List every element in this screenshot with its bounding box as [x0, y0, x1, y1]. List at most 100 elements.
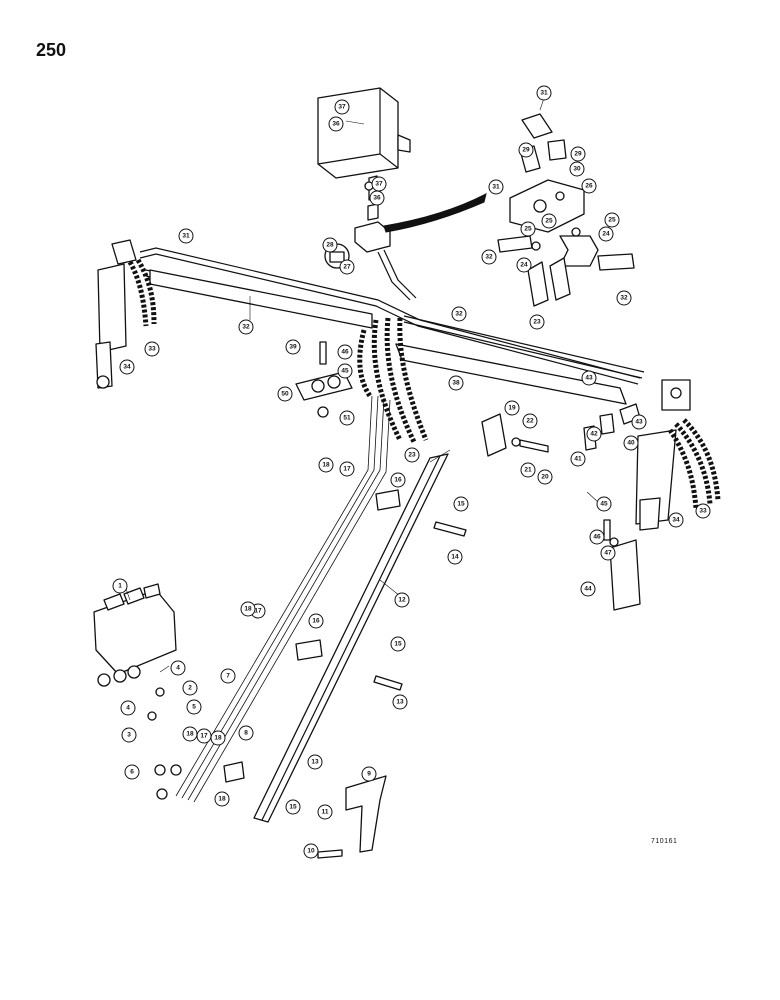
callout-circle: [589, 529, 605, 545]
callout-label: 32: [620, 295, 628, 302]
callout-24: 24: [516, 257, 532, 273]
callout-circle: [119, 359, 135, 375]
callout-circle: [303, 843, 319, 859]
callout-circle: [390, 636, 406, 652]
callout-39: 39: [285, 339, 301, 355]
callout-2: 2: [182, 680, 198, 696]
callout-46: 46: [589, 529, 605, 545]
callout-37: 37: [334, 99, 350, 115]
callout-circle: [631, 414, 647, 430]
callout-29: 29: [518, 142, 534, 158]
callout-circle: [121, 727, 137, 743]
callout-18: 18: [182, 726, 198, 742]
callout-circle: [186, 699, 202, 715]
callout-label: 28: [326, 242, 334, 249]
callout-circle: [339, 259, 355, 275]
callout-circle: [178, 228, 194, 244]
callout-label: 25: [524, 226, 532, 233]
callout-label: 24: [602, 231, 610, 238]
tube-44: [603, 519, 641, 611]
callout-10: 10: [303, 843, 319, 859]
support-channel-12: [253, 453, 449, 823]
callout-45: 45: [337, 363, 353, 379]
page-number: 250: [36, 40, 67, 60]
callout-32: 32: [616, 290, 632, 306]
bracket-39: [149, 269, 373, 329]
callout-label: 44: [584, 586, 592, 593]
callout-label: 33: [148, 346, 156, 353]
callout-7: 7: [220, 668, 236, 684]
callout-circle: [210, 730, 226, 746]
callout-circle: [361, 766, 377, 782]
callout-45: 45: [596, 496, 612, 512]
callout-24: 24: [598, 226, 614, 242]
callout-label: 31: [492, 184, 500, 191]
clamp-assembly: [295, 341, 353, 418]
callout-label: 47: [604, 550, 612, 557]
callout-25: 25: [520, 221, 536, 237]
callout-18: 18: [214, 791, 230, 807]
callout-label: 29: [522, 147, 530, 154]
callout-label: 2: [188, 685, 192, 692]
callout-15: 15: [390, 636, 406, 652]
drawing-code: 710161: [651, 838, 678, 845]
callout-circle: [453, 496, 469, 512]
callout-circle: [481, 249, 497, 265]
callout-label: 5: [192, 704, 196, 711]
callout-label: 37: [375, 181, 383, 188]
center-hoses: [357, 317, 429, 444]
callout-circle: [536, 85, 552, 101]
callout-33: 33: [144, 341, 160, 357]
callout-28: 28: [322, 237, 338, 253]
callout-label: 16: [394, 477, 402, 484]
callout-circle: [339, 461, 355, 477]
callout-circle: [334, 99, 350, 115]
callout-13: 13: [307, 754, 323, 770]
callout-label: 10: [307, 848, 315, 855]
callout-11: 11: [317, 804, 333, 820]
callout-circle: [447, 549, 463, 565]
bolts: [317, 521, 467, 859]
callout-label: 3: [127, 732, 131, 739]
callout-circle: [529, 314, 545, 330]
callout-circle: [448, 375, 464, 391]
lower-lines: [175, 395, 391, 803]
callout-label: 4: [126, 705, 130, 712]
callout-label: 36: [332, 121, 340, 128]
callout-circle: [404, 447, 420, 463]
callout-label: 23: [533, 319, 541, 326]
callout-circle: [504, 400, 520, 416]
callout-circle: [182, 726, 198, 742]
callout-label: 45: [600, 501, 608, 508]
callout-circle: [580, 581, 596, 597]
callout-label: 13: [311, 759, 319, 766]
callout-label: 6: [130, 769, 134, 776]
callout-circle: [240, 601, 256, 617]
callout-label: 51: [343, 415, 351, 422]
callout-label: 19: [508, 405, 516, 412]
callout-label: 25: [608, 217, 616, 224]
spacers: [223, 489, 401, 783]
callout-label: 33: [699, 508, 707, 515]
callout-label: 22: [526, 418, 534, 425]
callout-41: 41: [570, 451, 586, 467]
callout-circle: [581, 370, 597, 386]
callout-15: 15: [453, 496, 469, 512]
callout-label: 18: [244, 606, 252, 613]
callout-23: 23: [529, 314, 545, 330]
callout-label: 50: [281, 391, 289, 398]
callout-circle: [518, 142, 534, 158]
callout-label: 30: [573, 166, 581, 173]
callout-label: 46: [593, 534, 601, 541]
callout-label: 9: [367, 771, 371, 778]
callout-20: 20: [537, 469, 553, 485]
callout-25: 25: [541, 213, 557, 229]
callout-31: 31: [488, 179, 504, 195]
control-valve: [93, 583, 182, 800]
callout-circle: [570, 451, 586, 467]
callout-circle: [570, 146, 586, 162]
callout-32: 32: [451, 306, 467, 322]
callout-label: 37: [338, 104, 346, 111]
callout-label: 18: [218, 796, 226, 803]
